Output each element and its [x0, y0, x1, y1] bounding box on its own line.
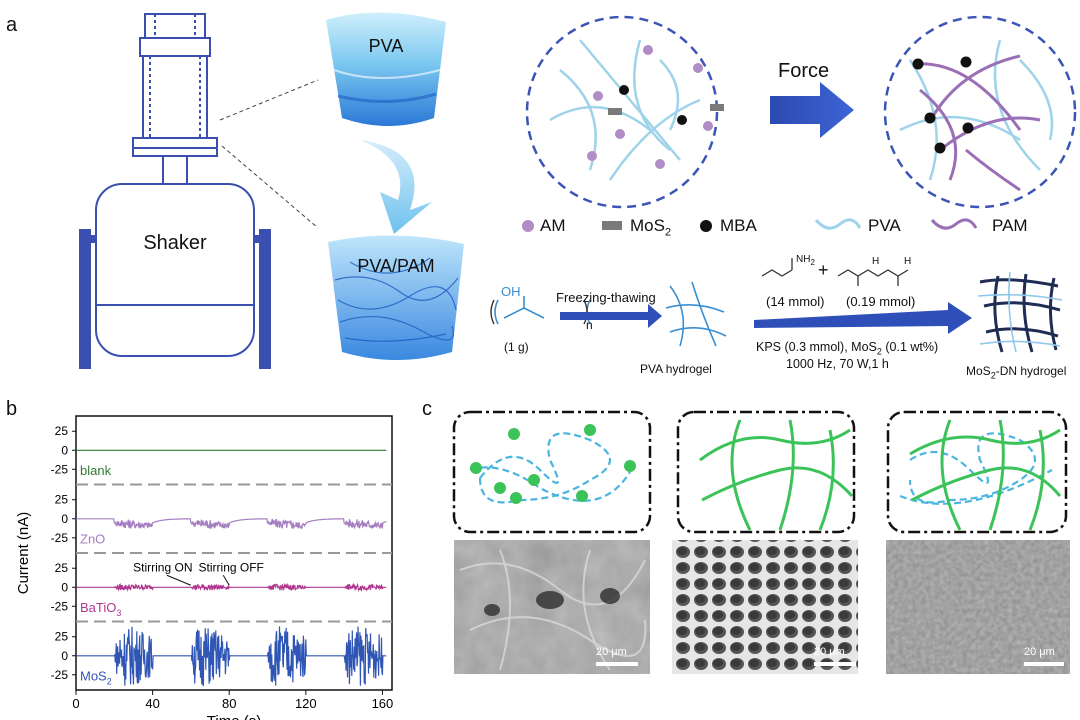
pva-amount: (1 g) [504, 340, 529, 354]
pva-oh: OH [501, 284, 521, 299]
y-tick-label: 0 [61, 649, 68, 663]
annotation-label: Stirring ON [133, 560, 192, 574]
network-schematic [525, 15, 1077, 209]
x-tick-label: 160 [372, 696, 394, 711]
x-tick-label: 80 [222, 696, 236, 711]
x-tick-label: 40 [145, 696, 159, 711]
force-label: Force [778, 60, 830, 82]
step-freezing: Freezing-thawing [556, 290, 656, 305]
y-tick-label: 25 [55, 561, 69, 575]
panel-c-figure [452, 410, 1070, 674]
annotation-label: Stirring OFF [199, 560, 264, 574]
post-network-circle [883, 15, 1077, 209]
pre-network-circle [525, 15, 719, 209]
shaker-body [79, 13, 271, 369]
y-tick-label: 0 [61, 512, 68, 526]
y-tick-label: 0 [61, 580, 68, 594]
shaker-figure [79, 12, 464, 369]
plus-sign: + [818, 260, 829, 280]
scale-bar-label-1: 20 μm [596, 646, 627, 658]
am-nh2: NH2 [796, 254, 815, 267]
legend-pva: PVA [868, 216, 901, 235]
y-tick-label: -25 [51, 599, 69, 613]
mba-amount: (0.19 mmol) [846, 294, 916, 309]
schematic-box-3 [886, 410, 1068, 534]
y-tick-label: 25 [55, 630, 69, 644]
shaker-label: Shaker [143, 232, 207, 254]
panel-label-a: a [6, 14, 18, 36]
x-tick-label: 120 [295, 696, 317, 711]
series-line-MoS2 [76, 626, 387, 687]
series-line-BaTiO3 [76, 582, 387, 593]
legend-mba: MBA [720, 216, 757, 235]
pva-n: n [586, 318, 593, 332]
legend-pam: PAM [992, 216, 1028, 235]
scale-bar-label-3: 20 μm [1024, 646, 1055, 658]
x-tick-label: 0 [72, 696, 79, 711]
am-amount: (14 mmol) [766, 294, 825, 309]
reaction-conditions-1: KPS (0.3 mmol), MoS2 (0.1 wt%) [756, 340, 939, 357]
reaction-scheme [490, 258, 1063, 353]
series-line-ZnO [76, 518, 387, 530]
dn-hydrogel-icon [977, 271, 1063, 353]
y-tick-label: 0 [61, 443, 68, 457]
y-tick-label: -25 [51, 531, 69, 545]
y-tick-label: 25 [55, 424, 69, 438]
scale-bar-label-2: 20 μm [814, 646, 845, 658]
legend: AM MoS2 MBA PVA PAM [518, 212, 1078, 242]
x-axis-label: Time (s) [207, 713, 261, 720]
series-label-blank: blank [80, 463, 112, 478]
panel-label-b: b [6, 398, 18, 420]
sem-image-1 [454, 540, 650, 674]
pva-photo-label: PVA [368, 36, 404, 56]
schematic-box-2 [676, 410, 856, 534]
pva-pam-photo [328, 235, 464, 360]
pva-photo [326, 12, 446, 126]
y-tick-label: 25 [55, 493, 69, 507]
annotation-arrow [222, 574, 230, 586]
series-label-BaTiO3: BaTiO3 [80, 600, 121, 618]
y-axis-label: Current (nA) [15, 512, 32, 595]
process-arrow-icon [360, 140, 432, 234]
mba-nh-2: H [904, 256, 912, 267]
sem-image-3 [886, 540, 1070, 674]
y-tick-label: -25 [51, 668, 69, 682]
force-arrow-icon [770, 82, 854, 138]
sem-image-2 [672, 540, 858, 674]
pva-hydrogel-icon [665, 281, 727, 347]
pva-pam-photo-label: PVA/PAM [357, 256, 435, 276]
pva-hydrogel-label: PVA hydrogel [640, 362, 712, 376]
schematic-box-1 [452, 410, 652, 534]
legend-am: AM [540, 216, 566, 235]
legend-mos2: MoS2 [630, 216, 672, 239]
series-label-ZnO: ZnO [80, 531, 105, 546]
annotation-arrow [166, 574, 192, 586]
mba-nh-1: H [872, 256, 880, 267]
series-label-MoS2: MoS2 [80, 668, 112, 686]
reaction-conditions-2: 1000 Hz, 70 W,1 h [786, 357, 889, 371]
y-tick-label: -25 [51, 462, 69, 476]
panel-label-c: c [422, 398, 432, 420]
product-label: MoS2-DN hydrogel [966, 364, 1067, 381]
